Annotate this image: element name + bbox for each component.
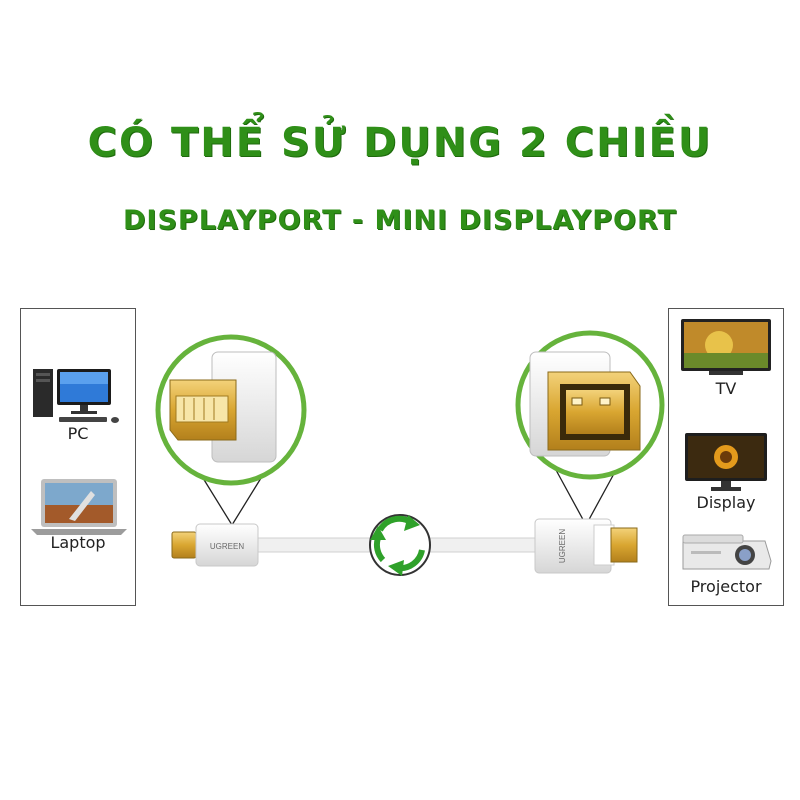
- device-label-laptop: Laptop: [50, 533, 106, 552]
- displayport-plug: UGREEN: [534, 518, 638, 574]
- headline: CÓ THỂ SỬ DỤNG 2 CHIỀU: [87, 120, 713, 166]
- right-device-panel: TV Display Projector: [668, 308, 784, 606]
- bidirectional-arrows-icon: [369, 514, 431, 576]
- device-label-projector: Projector: [690, 577, 762, 596]
- pc-icon: [31, 365, 126, 427]
- left-device-panel: PC Laptop: [20, 308, 136, 606]
- projector-icon: [679, 531, 773, 573]
- cable-brand-right: UGREEN: [558, 529, 567, 563]
- display-icon: [683, 431, 769, 493]
- device-label-display: Display: [696, 493, 756, 512]
- mini-displayport-callout: [155, 334, 307, 527]
- device-label-tv: TV: [715, 379, 737, 398]
- cable-brand-left: UGREEN: [210, 542, 244, 551]
- displayport-callout: [515, 330, 665, 527]
- subheadline: DISPLAYPORT - MINI DISPLAYPORT: [123, 205, 677, 236]
- mini-displayport-plug: UGREEN: [171, 523, 259, 567]
- tv-icon: [679, 317, 773, 377]
- laptop-icon: [29, 475, 129, 537]
- device-label-pc: PC: [67, 424, 89, 443]
